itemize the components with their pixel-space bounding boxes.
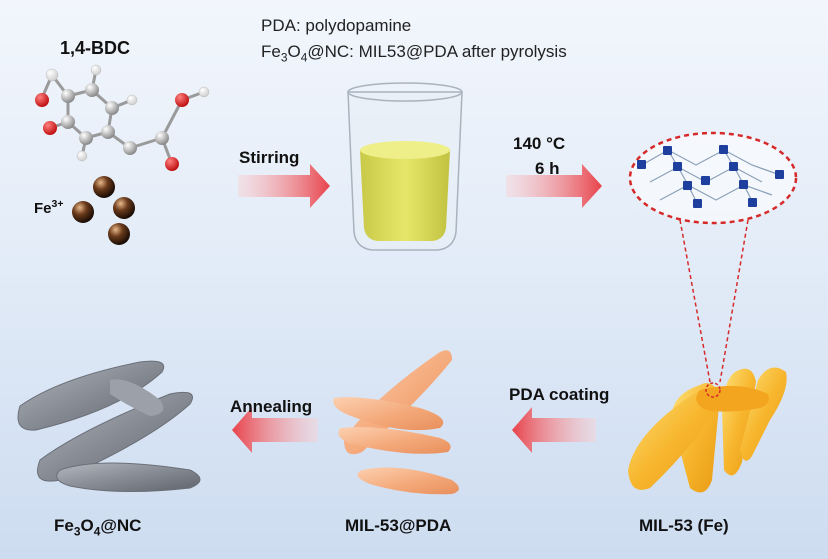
label-stirring: Stirring (239, 148, 300, 167)
arrow-annealing (232, 407, 318, 453)
label-annealing: Annealing (230, 397, 313, 416)
fe3o4-nc-particles (17, 360, 201, 493)
fe-ion-spheres (72, 176, 135, 245)
bdc-atoms (35, 64, 210, 171)
mof-structure-zoom (628, 131, 798, 225)
zoom-guide-lines (679, 219, 749, 383)
legend-pda-definition: PDA: polydopamine (261, 16, 412, 35)
arrow-stirring (238, 164, 330, 208)
label-mil53-fe: MIL-53 (Fe) (639, 516, 729, 535)
label-time: 6 h (535, 159, 560, 178)
mil53-pda-crystals (333, 350, 459, 495)
label-fe3o4-nc: Fe3O4@NC (54, 516, 142, 539)
legend-fe3o4nc-definition: Fe3O4@NC: MIL53@PDA after pyrolysis (261, 42, 567, 65)
label-mil53-pda: MIL-53@PDA (345, 516, 452, 535)
arrow-solvothermal (506, 164, 602, 208)
label-bdc: 1,4-BDC (60, 38, 131, 58)
beaker (347, 82, 463, 251)
label-temperature: 140 °C (513, 134, 566, 153)
label-fe3plus: Fe3+ (34, 198, 64, 217)
label-pda-coating: PDA coating (509, 385, 610, 404)
arrow-pda-coating (512, 407, 596, 453)
mil53-crystals (628, 367, 787, 493)
